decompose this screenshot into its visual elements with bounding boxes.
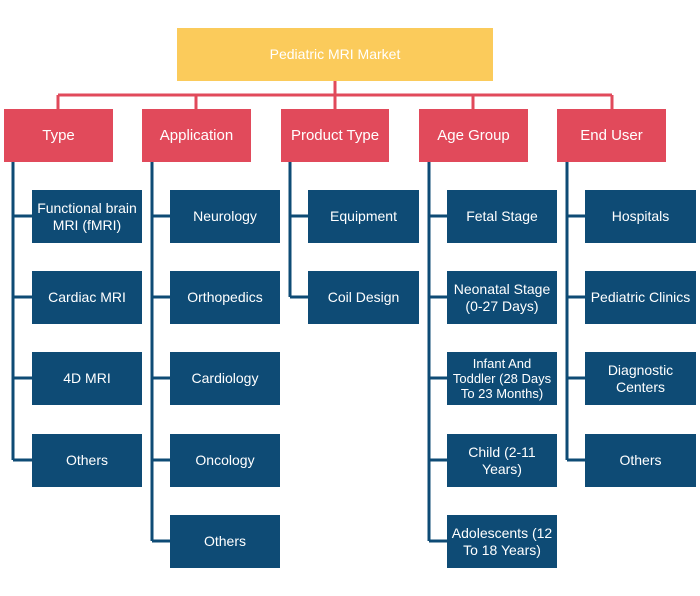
age-group-item-adolescents: Adolescents (12 To 18 Years) bbox=[447, 515, 557, 568]
type-item-others: Others bbox=[32, 434, 142, 487]
leaf-label: Neurology bbox=[193, 208, 257, 225]
category-label: Type bbox=[42, 126, 75, 144]
product-type-item-coil-design: Coil Design bbox=[308, 271, 419, 324]
leaf-label: Others bbox=[619, 452, 662, 469]
age-group-item-infant-toddler: Infant And Toddler (28 Days To 23 Months… bbox=[447, 352, 557, 405]
leaf-label: Hospitals bbox=[611, 208, 670, 225]
leaf-label: Others bbox=[65, 452, 108, 469]
application-item-cardiology: Cardiology bbox=[170, 352, 280, 405]
application-item-neurology: Neurology bbox=[170, 190, 280, 243]
end-user-item-pediatric-clinics: Pediatric Clinics bbox=[585, 271, 696, 324]
leaf-label: Others bbox=[203, 533, 246, 550]
leaf-label: Orthopedics bbox=[187, 289, 263, 306]
application-item-others: Others bbox=[170, 515, 280, 568]
root-node: Pediatric MRI Market bbox=[177, 28, 493, 81]
root-label: Pediatric MRI Market bbox=[269, 46, 401, 63]
application-item-orthopedics: Orthopedics bbox=[170, 271, 280, 324]
leaf-label: Equipment bbox=[330, 208, 397, 225]
leaf-label: Adolescents (12 To 18 Years) bbox=[451, 524, 553, 558]
category-label: Application bbox=[159, 126, 234, 144]
end-user-item-hospitals: Hospitals bbox=[585, 190, 696, 243]
leaf-label: Functional brain MRI (fMRI) bbox=[37, 199, 137, 233]
application-item-oncology: Oncology bbox=[170, 434, 280, 487]
leaf-label: Oncology bbox=[195, 452, 255, 469]
category-type: Type bbox=[4, 109, 113, 162]
type-item-cardiac-mri: Cardiac MRI bbox=[32, 271, 142, 324]
leaf-label: Cardiology bbox=[191, 370, 259, 387]
type-item-4d-mri: 4D MRI bbox=[32, 352, 142, 405]
leaf-label: 4D MRI bbox=[63, 370, 111, 387]
leaf-label: Cardiac MRI bbox=[48, 289, 126, 306]
age-group-item-fetal-stage: Fetal Stage bbox=[447, 190, 557, 243]
category-label: Product Type bbox=[290, 126, 380, 144]
category-label: Age Group bbox=[437, 126, 510, 144]
age-group-item-neonatal-stage: Neonatal Stage (0-27 Days) bbox=[447, 271, 557, 324]
leaf-label: Child (2-11 Years) bbox=[468, 443, 536, 477]
leaf-label: Coil Design bbox=[327, 289, 400, 306]
leaf-label: Diagnostic Centers bbox=[607, 361, 674, 395]
end-user-item-others: Others bbox=[585, 434, 696, 487]
leaf-label: Neonatal Stage (0-27 Days) bbox=[453, 280, 551, 314]
category-application: Application bbox=[142, 109, 251, 162]
leaf-label: Infant And Toddler (28 Days To 23 Months… bbox=[452, 355, 552, 402]
leaf-label: Pediatric Clinics bbox=[590, 289, 691, 306]
category-age-group: Age Group bbox=[419, 109, 528, 162]
category-end-user: End User bbox=[557, 109, 666, 162]
product-type-item-equipment: Equipment bbox=[308, 190, 419, 243]
end-user-item-diagnostic-centers: Diagnostic Centers bbox=[585, 352, 696, 405]
leaf-label: Fetal Stage bbox=[466, 208, 538, 225]
type-item-fmri: Functional brain MRI (fMRI) bbox=[32, 190, 142, 243]
category-product-type: Product Type bbox=[281, 109, 389, 162]
category-label: End User bbox=[580, 126, 643, 144]
age-group-item-child: Child (2-11 Years) bbox=[447, 434, 557, 487]
